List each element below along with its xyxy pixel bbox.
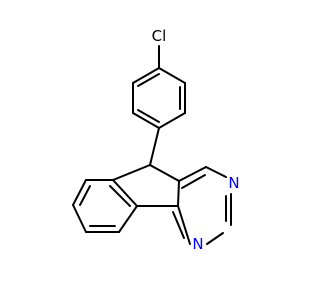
bond-ch-pyrimidine — [149, 164, 180, 182]
central-link — [112, 127, 180, 182]
bond-benzo-6-double — [109, 185, 131, 207]
bond-benzo-3 — [72, 204, 87, 233]
bond-pyr-1 — [178, 166, 207, 182]
nitrogen-upper-label: N — [228, 174, 239, 192]
bond-pyr-2 — [205, 166, 227, 178]
bond-benzo-5 — [118, 205, 138, 233]
background — [0, 0, 300, 300]
bond-fusion-right — [177, 180, 180, 207]
molecule-canvas: Cl N N — [0, 0, 300, 300]
bond-aryl-ch — [149, 127, 160, 166]
chlorophenyl-ring — [132, 45, 186, 129]
bond-ring-a3 — [158, 112, 186, 129]
pyrimidine-ring — [172, 166, 232, 245]
bond-ring-a6 — [132, 67, 160, 84]
bond-pyr-5 — [177, 205, 191, 245]
bond-ring-a6-double — [137, 73, 160, 87]
bond-ring-a1 — [158, 67, 186, 84]
structure-drawing: Cl N N — [0, 0, 300, 300]
bond-pyr-5-double — [172, 211, 185, 239]
bond-benzo-6 — [112, 179, 138, 207]
five-membered-ring — [136, 180, 180, 207]
benzo-ring — [72, 179, 138, 233]
bond-benzo-2-double — [79, 185, 91, 206]
bond-benzo-2 — [72, 179, 87, 206]
bond-pyr-4 — [206, 232, 224, 245]
bond-ring-a4 — [132, 112, 160, 129]
bond-pyr-1-double — [181, 174, 206, 189]
nitrogen-lower-label: N — [192, 235, 203, 253]
chlorine-label: Cl — [152, 27, 167, 45]
bond-ring-a4-double — [137, 109, 160, 123]
bond-ch-benzo — [112, 164, 151, 181]
